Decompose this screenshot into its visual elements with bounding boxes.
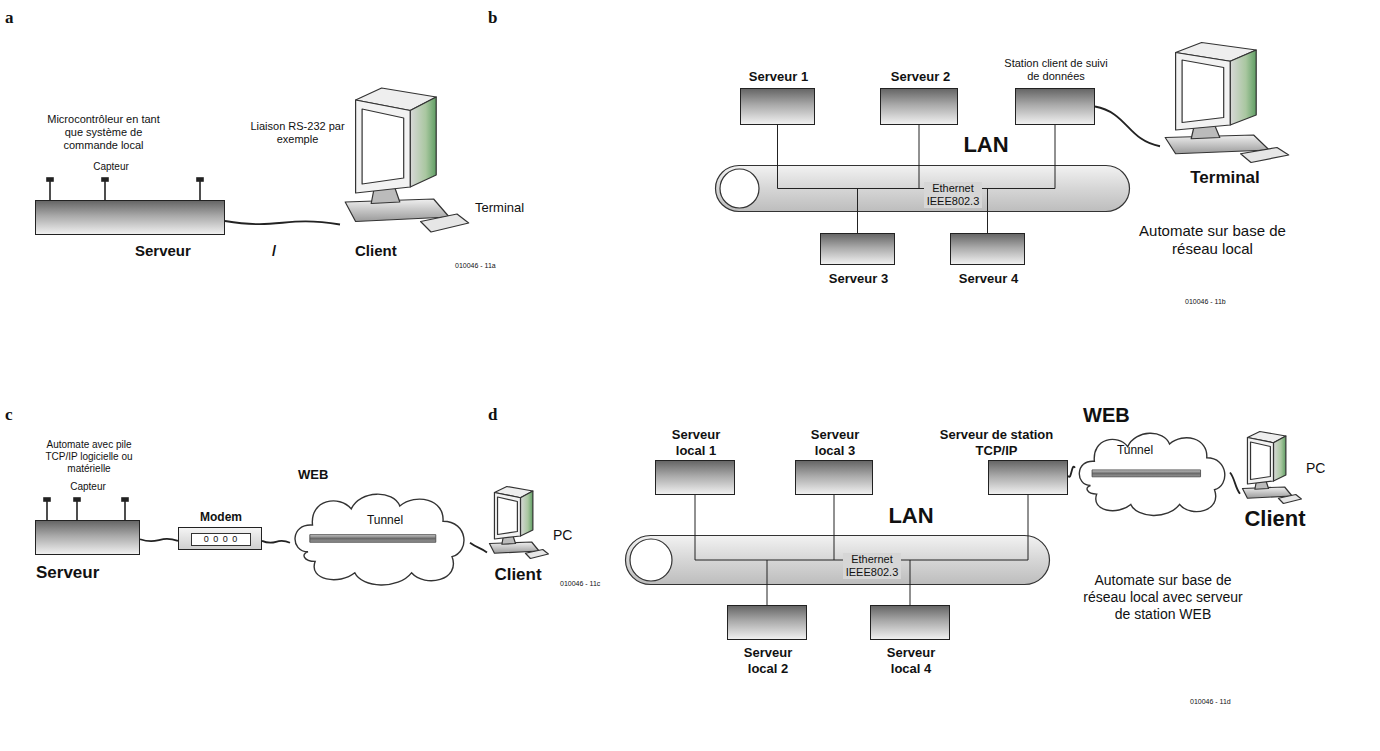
pc-terminal: PCClient <box>1240 430 1302 505</box>
pc-terminal: Terminal <box>1160 40 1290 165</box>
node-label: Serveur 3 <box>811 271 906 287</box>
node-label: Modem <box>169 510 273 524</box>
network-drop-line <box>910 585 911 605</box>
server-box: Serveur local 4 <box>870 605 950 640</box>
lan-band: Ethernet IEEE802.3 <box>625 535 1050 585</box>
cable <box>1068 467 1075 477</box>
panel-letter: c <box>5 405 25 425</box>
node-label: Microcontrôleur en tant que système de c… <box>46 113 161 153</box>
node-label: Terminal <box>1165 168 1285 188</box>
network-drop-line <box>695 495 696 535</box>
server-box: Microcontrôleur en tant que système de c… <box>35 200 225 235</box>
server-box: Serveur 2 <box>880 88 958 125</box>
lan-band-outline <box>625 535 1050 585</box>
figure-code: 010046 - 11d <box>1190 698 1260 706</box>
web-cloud: WEBTunnel <box>1075 425 1230 520</box>
lan-band-outline <box>715 165 1130 212</box>
node-label: Serveur 4 <box>941 271 1036 287</box>
computer-icon <box>340 85 470 235</box>
node-label: Serveur de station TCP/IP <box>924 427 1069 458</box>
panel-letter: d <box>488 405 508 425</box>
network-drop-line <box>1028 495 1029 535</box>
node-label: WEB <box>298 467 358 483</box>
annotation: LAN <box>880 503 942 529</box>
computer-icon <box>1160 40 1290 165</box>
node-label: WEB <box>1083 403 1153 427</box>
annotation: LAN <box>955 132 1017 158</box>
cable <box>140 539 178 541</box>
node-label: Tunnel <box>350 513 420 527</box>
figure-code: 010046 - 11c <box>560 580 630 588</box>
node-label: Serveur 1 <box>731 69 826 85</box>
bus-label: Ethernet IEEE802.3 <box>924 182 982 208</box>
figure-code: 010046 - 11a <box>455 262 525 270</box>
edge-label: Liaison RS-232 par exemple <box>250 120 345 146</box>
node-label: Client <box>478 565 558 585</box>
network-drop-line <box>834 495 835 535</box>
node-label: Serveur local 3 <box>802 427 868 458</box>
node-label: PC <box>1306 460 1336 477</box>
cable <box>1230 473 1240 494</box>
pc-terminal: Terminal <box>340 85 470 235</box>
bus-label: Ethernet IEEE802.3 <box>843 553 901 579</box>
node-label: Serveur local 2 <box>735 645 801 676</box>
node-label: Capteur <box>58 481 118 493</box>
cable <box>470 543 487 553</box>
server-box: Serveur local 2 <box>727 605 807 640</box>
figure-code: 010046 - 11b <box>1185 298 1255 306</box>
annotation: / <box>272 242 287 260</box>
ethernet-bus <box>778 165 1056 212</box>
server-box: Serveur 3 <box>820 233 895 265</box>
network-drop-line <box>1055 125 1056 165</box>
node-label: Tunnel <box>1105 443 1165 457</box>
server-box: Serveur local 3 <box>795 460 873 495</box>
network-drop-line <box>919 125 920 165</box>
web-cloud: WEBTunnel <box>290 485 470 590</box>
annotation: Automate sur base de réseau local <box>1125 222 1300 258</box>
panel-letter: b <box>488 8 508 28</box>
modem-lights: 0 0 0 0 <box>191 533 251 546</box>
annotation: Client <box>355 242 425 260</box>
node-label: Serveur <box>36 563 136 583</box>
pc-terminal: PCClient <box>487 485 549 560</box>
server-box: Serveur local 1 <box>655 460 735 495</box>
node-label: Station client de suivi de données <box>1004 57 1108 83</box>
server-box: Automate avec pile TCP/IP logicielle ou … <box>35 520 140 555</box>
ethernet-bus <box>695 535 1028 585</box>
node-label: PC <box>553 527 583 544</box>
node-label: Serveur local 1 <box>663 427 729 458</box>
network-drop-line <box>777 125 778 165</box>
cable <box>225 221 340 225</box>
cloud-outline <box>290 485 470 590</box>
lan-band: Ethernet IEEE802.3 <box>715 165 1130 212</box>
computer-icon <box>487 485 549 560</box>
server-box: Serveur de station TCP/IP <box>988 460 1068 495</box>
server-box: Station client de suivi de données <box>1015 88 1095 125</box>
computer-icon <box>1240 430 1302 505</box>
panel-letter: a <box>5 8 25 28</box>
annotation: Serveur <box>135 242 210 260</box>
node-label: Client <box>1225 506 1325 532</box>
node-label: Automate avec pile TCP/IP logicielle ou … <box>32 439 146 475</box>
node-label: Serveur local 4 <box>878 645 944 676</box>
cable <box>1095 107 1160 147</box>
network-drop-line <box>987 212 988 233</box>
node-label: Capteur <box>81 161 141 173</box>
cloud-outline <box>1075 425 1230 520</box>
modem-box: Modem0 0 0 0 <box>178 527 262 550</box>
server-box: Serveur 4 <box>950 233 1025 265</box>
node-label: Terminal <box>475 200 545 216</box>
annotation: Automate sur base de réseau local avec s… <box>1078 572 1248 622</box>
network-drop-line <box>857 212 858 233</box>
network-drop-line <box>767 585 768 605</box>
node-label: Serveur 2 <box>873 69 968 85</box>
server-box: Serveur 1 <box>740 88 815 125</box>
cable <box>262 541 290 543</box>
